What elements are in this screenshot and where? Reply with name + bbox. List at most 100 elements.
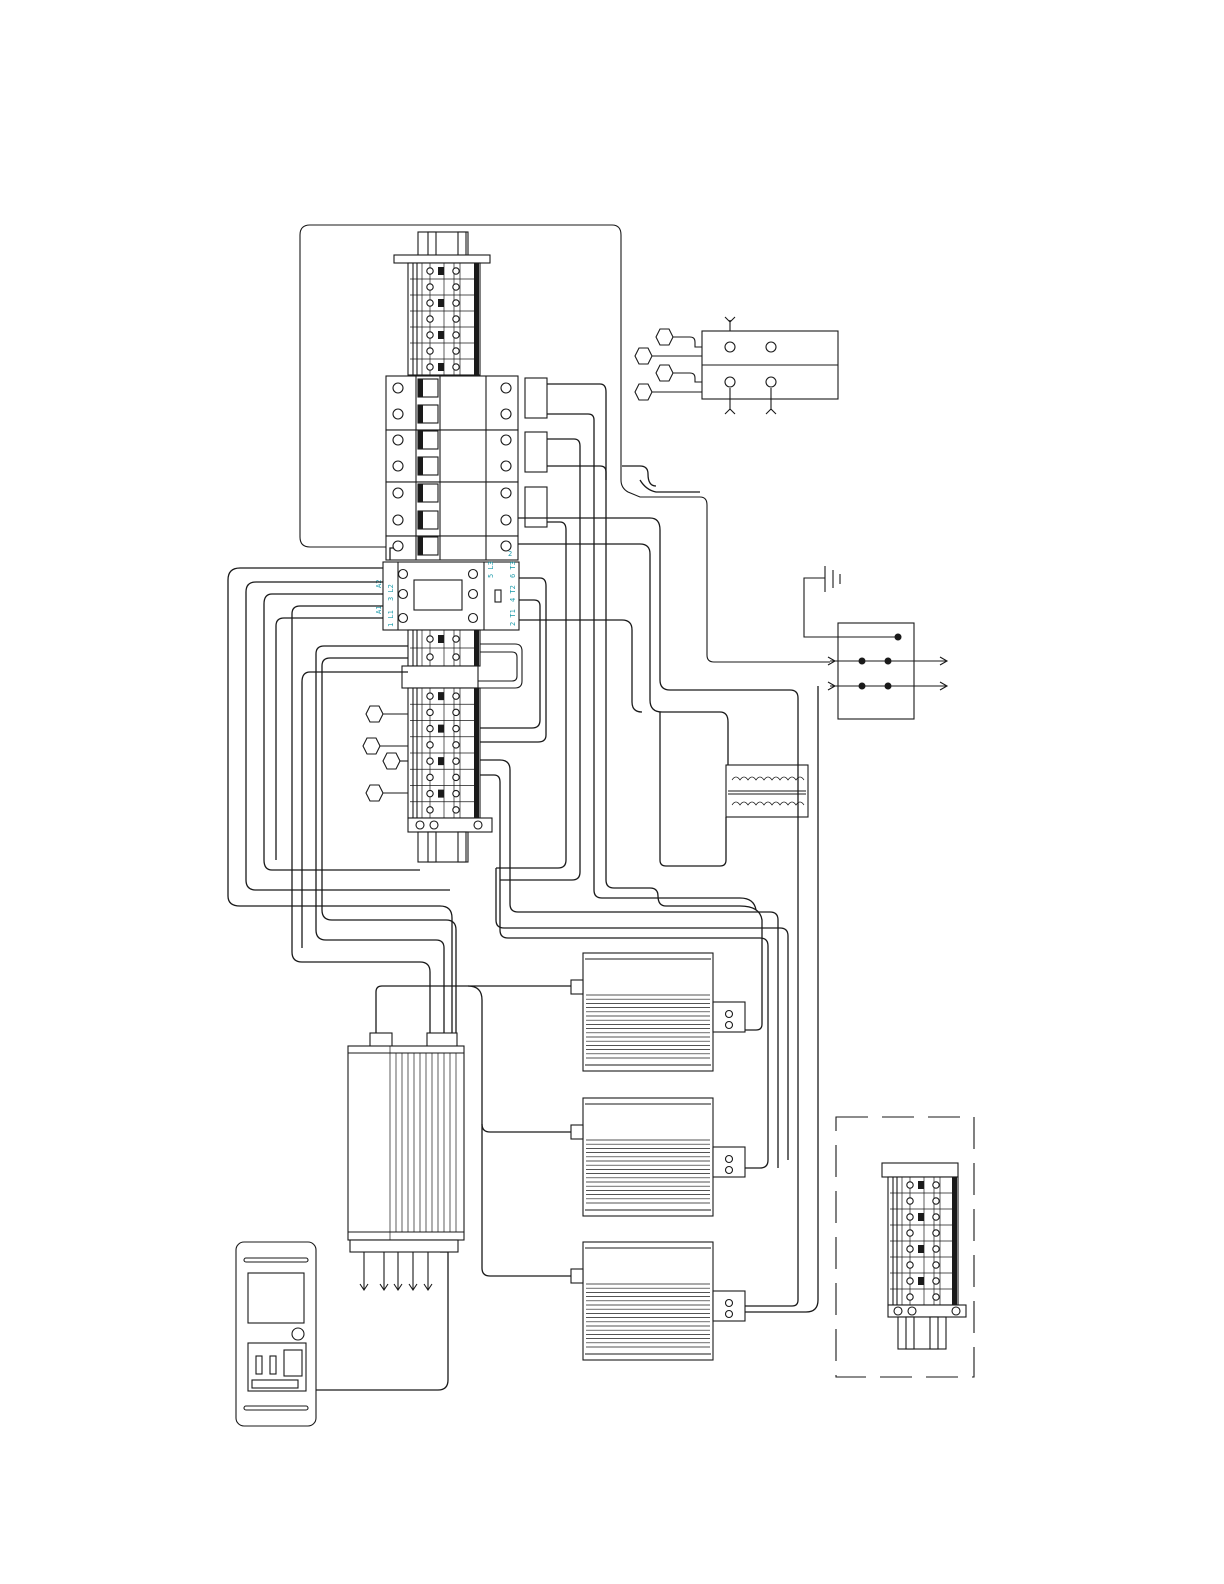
- spare-block-screw: [907, 1230, 913, 1236]
- breaker-screw: [501, 541, 511, 551]
- top-block-screw: [427, 284, 433, 290]
- contactor-terminal-6t3: 6 T3: [509, 561, 517, 578]
- top-block-screw: [453, 348, 459, 354]
- breaker-screw: [501, 461, 511, 471]
- contactor-screw: [469, 570, 478, 579]
- lower-block-screw: [453, 742, 459, 748]
- contactor-terminal-1l1: 1 L1: [387, 610, 395, 627]
- lower-block-jumper: [438, 790, 444, 798]
- contactor-screw: [399, 590, 408, 599]
- top-block-screw: [427, 332, 433, 338]
- power-controller: [348, 1033, 464, 1290]
- spare-block-jumper: [918, 1213, 924, 1221]
- contactor-terminal-a1: A1: [375, 606, 383, 614]
- lower-block-screw: [427, 774, 433, 780]
- breaker-screw: [501, 409, 511, 419]
- breaker-tag: 2: [508, 550, 512, 558]
- contactor-terminal-2t1: 2 T1: [509, 609, 517, 626]
- lower-block-screw: [427, 790, 433, 796]
- top-block-jumper: [438, 363, 444, 371]
- control-panel: [236, 1242, 316, 1426]
- breaker-screw: [501, 383, 511, 393]
- lower-block-screw: [453, 709, 459, 715]
- contactor-terminal-3l2: 3 L2: [387, 584, 395, 601]
- breaker-screw: [393, 488, 403, 498]
- contactor-terminal-5l3: 5 L3: [487, 561, 495, 578]
- breaker-screw: [501, 435, 511, 445]
- enclosure-outline: [300, 225, 830, 662]
- end-stop-screw: [908, 1307, 916, 1315]
- top-block-jumper: [438, 331, 444, 339]
- spare-block-jumper: [918, 1277, 924, 1285]
- breaker-handle-edge: [418, 484, 423, 502]
- spare-block-screw: [907, 1214, 913, 1220]
- spare-block-screw: [907, 1182, 913, 1188]
- top-block-screw: [453, 316, 459, 322]
- contactor-screw: [399, 614, 408, 623]
- contactor-terminal-a2: A2: [375, 580, 383, 588]
- spare-block-screw: [933, 1182, 939, 1188]
- lower-block-top-screw: [453, 654, 459, 660]
- lower-block-screw: [453, 758, 459, 764]
- top-block-screw: [453, 332, 459, 338]
- top-block-screw: [453, 300, 459, 306]
- lower-block-screw: [427, 709, 433, 715]
- lower-block-screw: [453, 807, 459, 813]
- breaker-screw: [393, 409, 403, 419]
- spare-block-screw: [907, 1246, 913, 1252]
- lower-block-screw: [453, 790, 459, 796]
- top-block-screw: [453, 364, 459, 370]
- top-block-screw: [427, 316, 433, 322]
- lower-block-screw: [427, 807, 433, 813]
- contactor-screw: [399, 570, 408, 579]
- lower-block-screw: [453, 725, 459, 731]
- top-block-screw: [427, 348, 433, 354]
- contactor-screw: [469, 614, 478, 623]
- contactor-screw: [469, 590, 478, 599]
- end-stop-screw: [430, 821, 438, 829]
- spare-block-jumper: [918, 1245, 924, 1253]
- breaker-screw: [393, 515, 403, 525]
- hex-nut-fittings-left: [363, 706, 408, 801]
- breaker-screw: [393, 541, 403, 551]
- breaker-screw: [393, 461, 403, 471]
- breaker-screw: [501, 515, 511, 525]
- lower-block-jumper: [438, 692, 444, 700]
- end-stop-screw: [952, 1307, 960, 1315]
- breaker-aux-modules: [525, 378, 547, 527]
- spare-block-screw: [933, 1230, 939, 1236]
- breaker-screw: [501, 488, 511, 498]
- lower-block-screw: [453, 693, 459, 699]
- circuit-breaker-stack: [386, 376, 518, 560]
- top-block-jumper: [438, 299, 444, 307]
- lower-block-jumper: [438, 757, 444, 765]
- wire-harness: [228, 384, 818, 1390]
- spare-block-screw: [933, 1198, 939, 1204]
- spare-block-screw: [933, 1294, 939, 1300]
- ground-junction-box: [804, 566, 947, 719]
- breaker-handle-edge: [418, 405, 423, 423]
- lower-block-screw: [427, 742, 433, 748]
- top-block-screw: [453, 268, 459, 274]
- lower-block-rail-edge: [474, 688, 479, 818]
- lower-block-jumper: [438, 725, 444, 733]
- spare-block-screw: [907, 1198, 913, 1204]
- top-block-screw: [453, 284, 459, 290]
- breaker-handle-edge: [418, 457, 423, 475]
- spare-block-screw: [933, 1262, 939, 1268]
- spare-block-screw: [907, 1278, 913, 1284]
- breaker-handle-edge: [418, 379, 423, 397]
- top-block-screw: [427, 300, 433, 306]
- top-block-jumper: [438, 267, 444, 275]
- selector-switch-box: [635, 317, 838, 414]
- spare-block-screw: [907, 1294, 913, 1300]
- lower-block-top-screw: [427, 654, 433, 660]
- end-stop-screw: [474, 821, 482, 829]
- spare-block-jumper: [918, 1181, 924, 1189]
- lower-block-top-jumper: [438, 635, 444, 643]
- top-block-screw: [427, 364, 433, 370]
- breaker-screw: [393, 435, 403, 445]
- end-stop-screw: [894, 1307, 902, 1315]
